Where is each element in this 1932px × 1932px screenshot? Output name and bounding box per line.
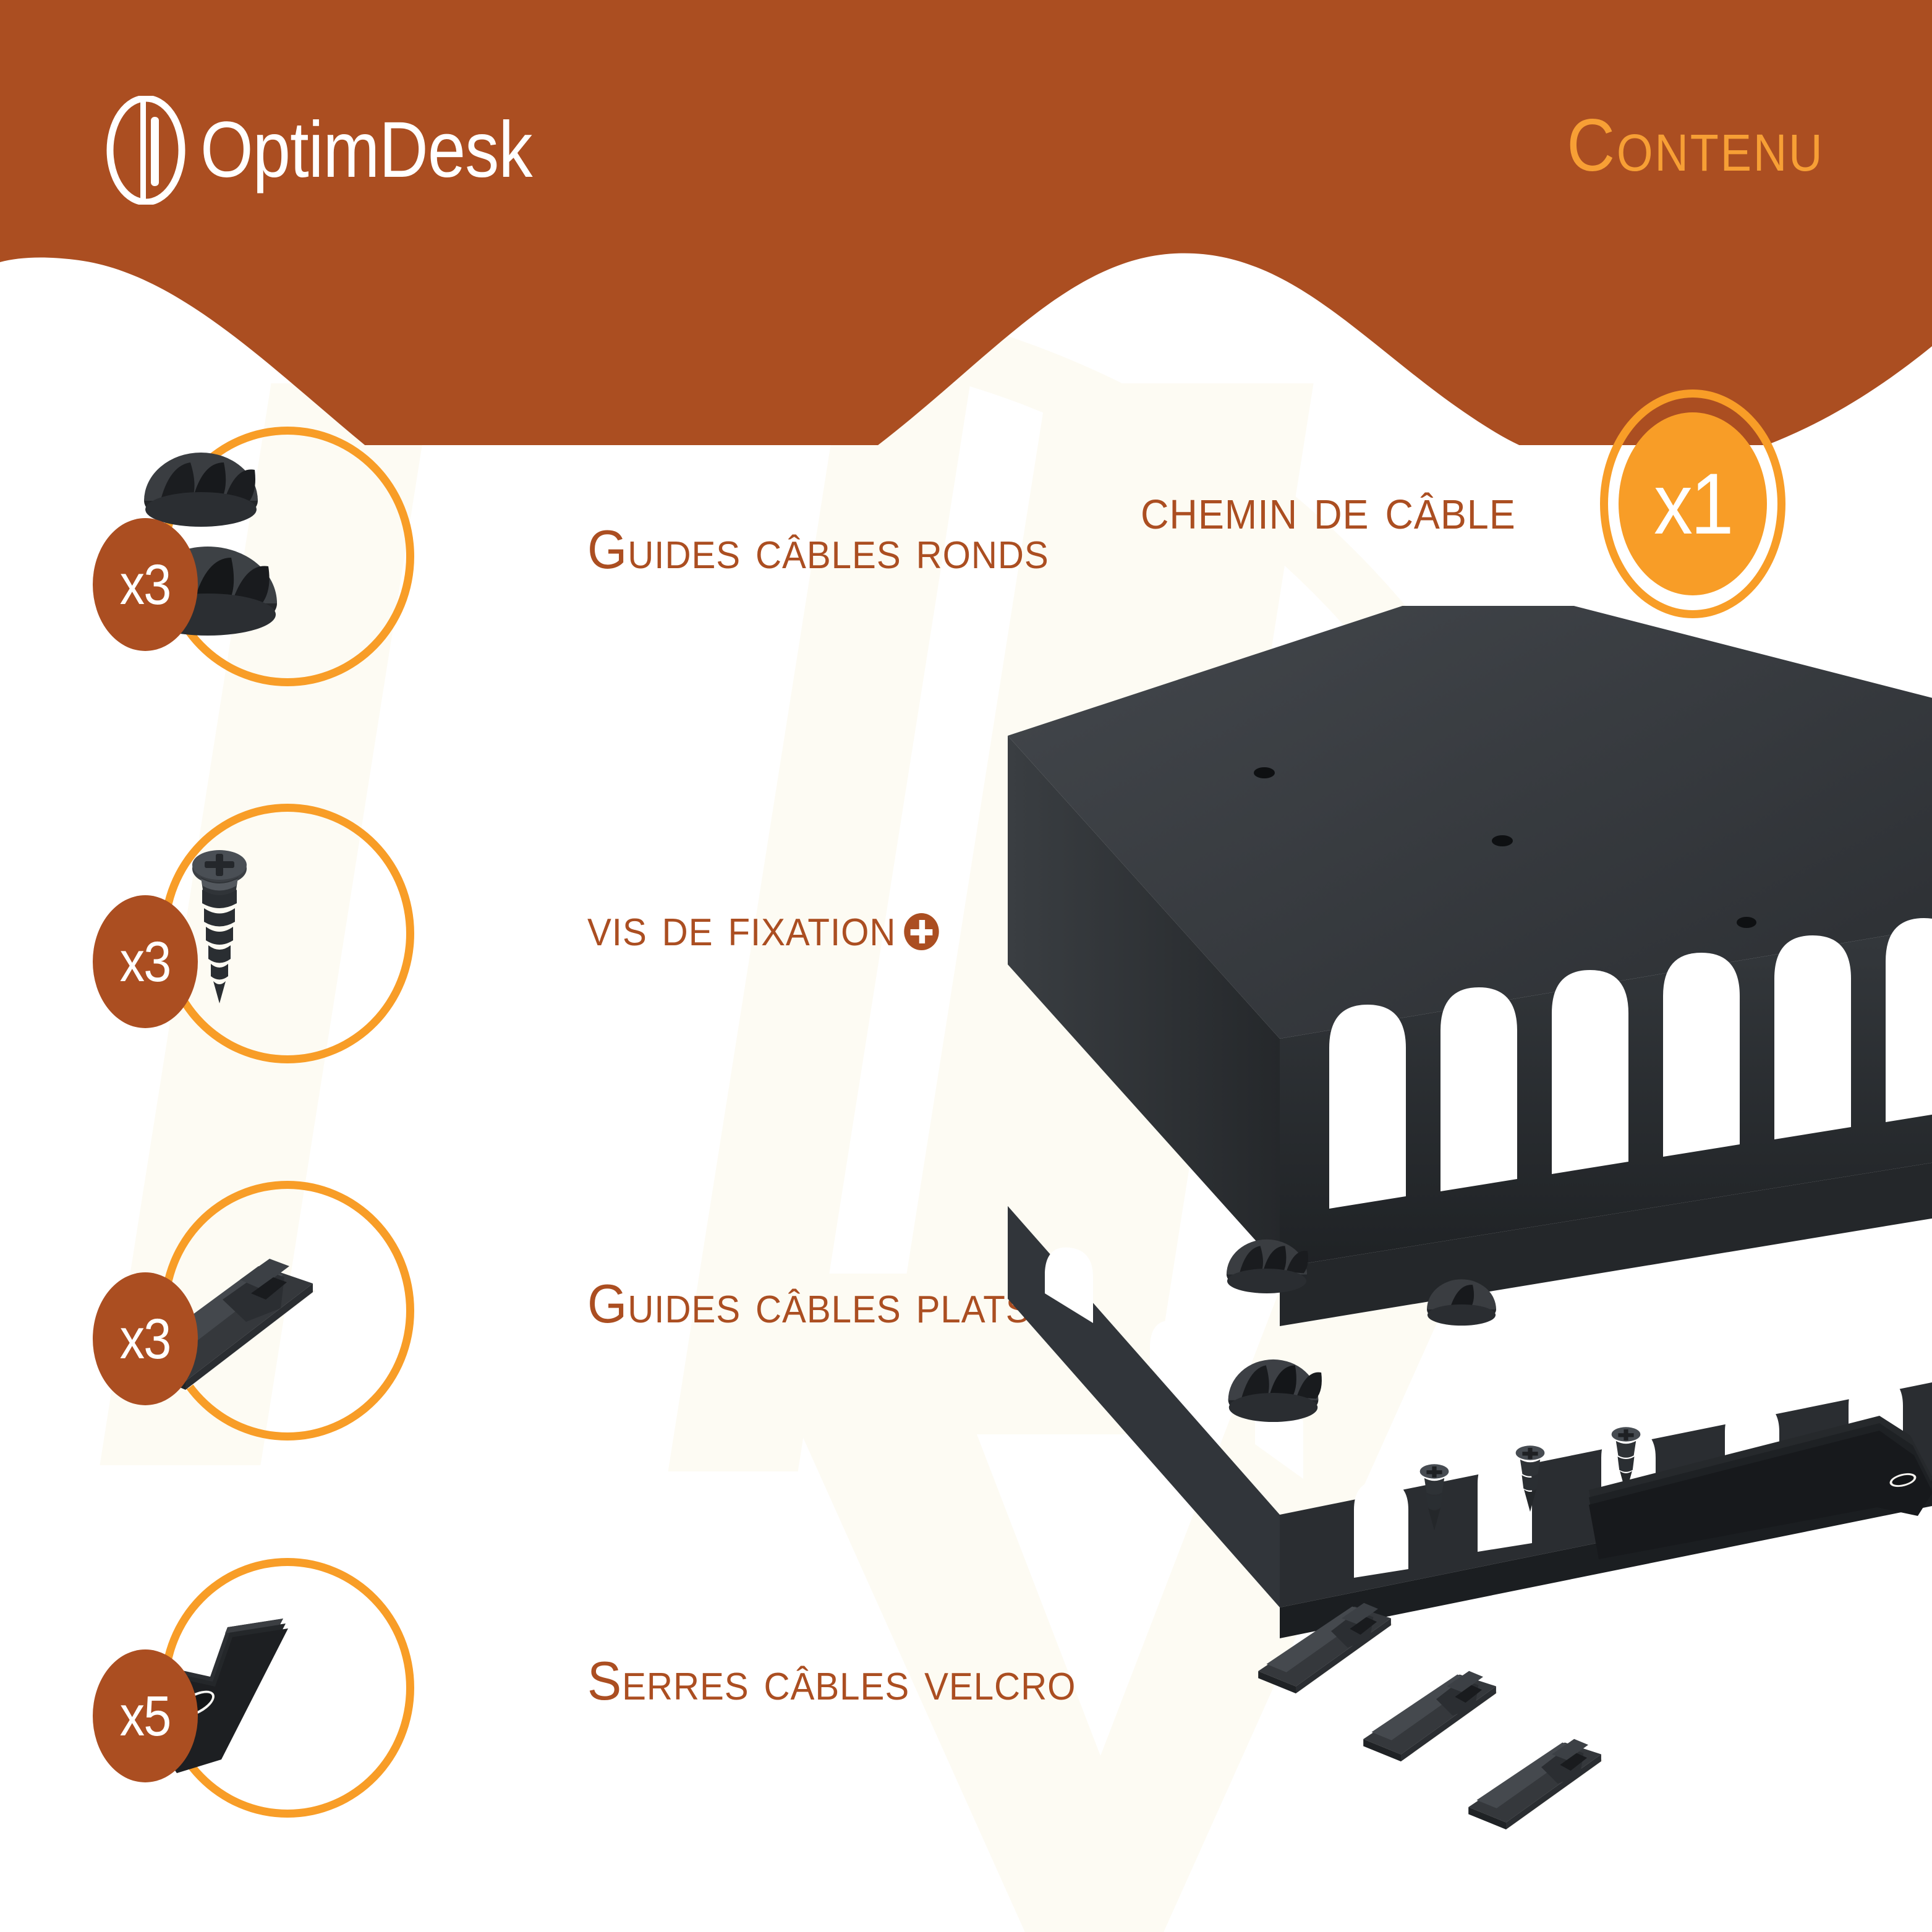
brand-name: OptimDesk xyxy=(200,106,533,194)
content-item-flat-cable-guides: x3 Guides câbles plats xyxy=(93,1181,1082,1440)
quantity-value: x5 xyxy=(119,1684,172,1748)
quantity-badge: x3 xyxy=(93,1272,198,1405)
phillips-head-icon xyxy=(904,913,939,950)
item-label-text: vis de fixation xyxy=(587,896,896,957)
quantity-badge: x3 xyxy=(93,895,198,1028)
content-item-velcro-straps: x5 Serres câbles velcro xyxy=(93,1558,1082,1818)
brand-logo: OptimDesk xyxy=(105,95,586,206)
quantity-badge: x5 xyxy=(93,1649,198,1782)
main-product-label: chemin de câble xyxy=(1141,475,1516,542)
screw-icon xyxy=(192,850,247,1003)
item-label: Guides câbles ronds xyxy=(587,519,1049,580)
quantity-value: x3 xyxy=(119,930,172,994)
quantity-value: x1 xyxy=(1654,455,1734,552)
item-label: vis de fixation xyxy=(587,900,939,954)
quantity-value: x3 xyxy=(119,1307,172,1371)
main-product-quantity-badge: x1 xyxy=(1600,389,1785,618)
page-title: Contenu xyxy=(1566,104,1824,187)
cable-management-tray-icon xyxy=(1008,606,1932,1830)
item-label: Serres câbles velcro xyxy=(587,1650,1076,1711)
content-item-fixing-screws: x3 vis de fixation xyxy=(93,804,1082,1063)
optimdesk-circle-emblem-icon xyxy=(105,95,187,206)
content-item-round-cable-guides: x3 Guides câbles ronds xyxy=(93,427,1082,686)
quantity-value: x3 xyxy=(119,553,172,616)
quantity-badge: x3 xyxy=(93,518,198,651)
header-band xyxy=(0,0,1932,445)
item-label: Guides câbles plats xyxy=(587,1273,1031,1334)
badge-fill: x1 xyxy=(1619,412,1767,595)
